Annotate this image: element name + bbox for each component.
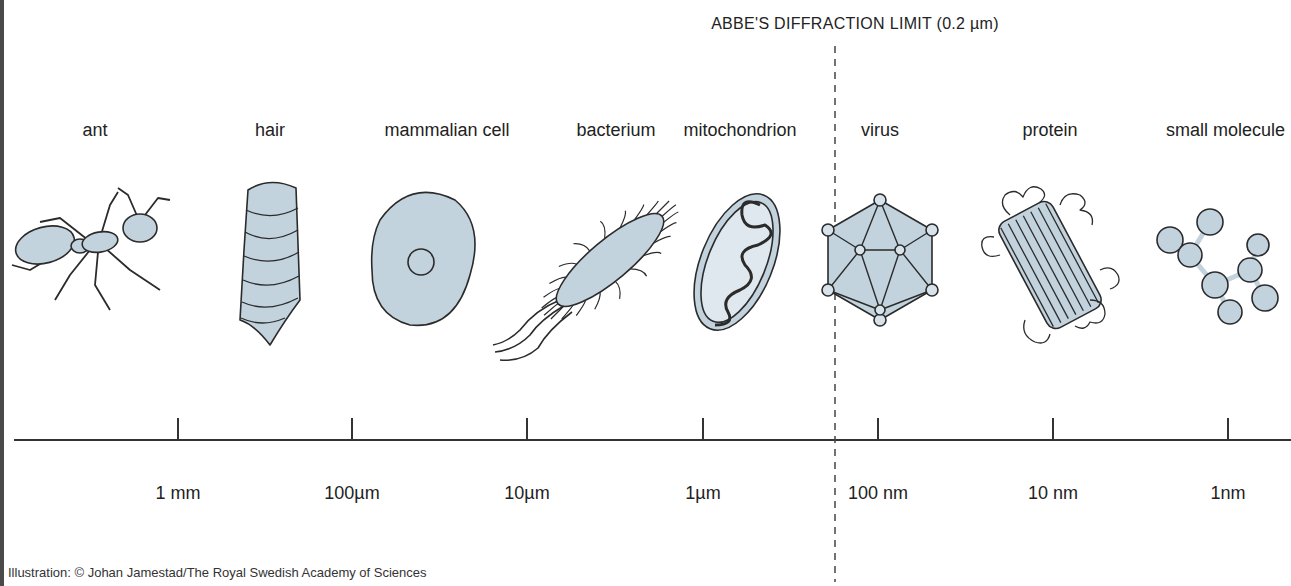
- item-name: protein: [1022, 120, 1077, 142]
- virus-figure: [822, 194, 938, 326]
- protein-figure: [982, 187, 1119, 343]
- scale-value: 1nm: [1210, 483, 1245, 505]
- ant-figure: [11, 188, 170, 310]
- scale-value: 1µm: [685, 483, 720, 505]
- item-name: ant: [82, 120, 107, 142]
- scale-value: 10µm: [504, 483, 549, 505]
- scale-axis: [14, 439, 1291, 441]
- mammalian-cell-figure: [372, 192, 475, 325]
- scale-value: 100 nm: [848, 483, 908, 505]
- item-name: mammalian cell: [384, 120, 509, 142]
- edge-bar: [0, 0, 4, 586]
- hair-figure: [240, 182, 300, 345]
- scale-value: 10 nm: [1028, 483, 1078, 505]
- item-name: virus: [861, 120, 899, 142]
- small-molecule-figure: [1157, 209, 1278, 324]
- item-name: hair: [255, 120, 285, 142]
- axis-ticks: [178, 418, 1228, 440]
- scale-value: 100µm: [324, 483, 379, 505]
- mitochondrion-figure: [677, 182, 798, 342]
- diffraction-limit-line: [834, 46, 836, 582]
- item-name: small molecule: [1166, 120, 1285, 142]
- item-name: mitochondrion: [683, 120, 796, 142]
- item-name: bacterium: [576, 120, 655, 142]
- limit-label: ABBE'S DIFFRACTION LIMIT (0.2 µm): [711, 14, 999, 33]
- scale-value: 1 mm: [156, 483, 201, 505]
- bacterium-figure: [493, 201, 678, 360]
- caption: Illustration: © Johan Jamestad/The Royal…: [8, 565, 427, 581]
